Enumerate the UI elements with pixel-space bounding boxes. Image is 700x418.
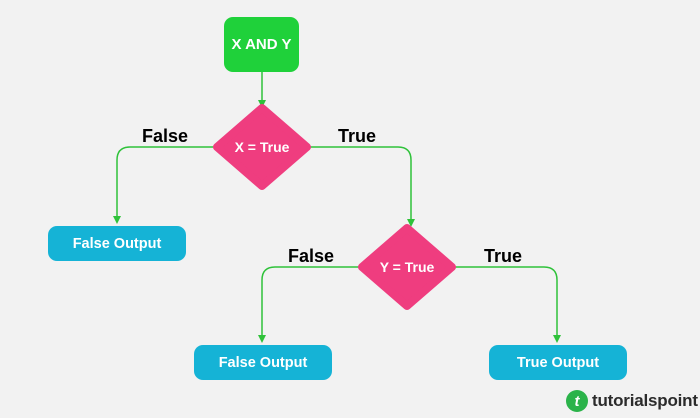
branch-label-y-false: False: [288, 246, 335, 266]
logo-mark-icon: t: [566, 390, 588, 412]
branch-label-y-true: True: [484, 246, 523, 266]
logo-text: tutorialspoint: [592, 391, 698, 410]
connector-y-false: [258, 266, 362, 343]
decision-label-y: Y = True: [379, 259, 435, 275]
decision-diamond-y: [358, 224, 456, 310]
connector-x-true: [307, 146, 415, 227]
output-node-true: True Output: [489, 345, 627, 380]
connector-y-true: [452, 266, 561, 343]
start-node: X AND Y: [224, 17, 299, 72]
output-node-false-1: False Output: [48, 226, 186, 261]
connector-x-false: [113, 146, 217, 224]
decision-diamond-x: [213, 104, 311, 190]
output-node-false-2: False Output: [194, 345, 332, 380]
branch-label-x-false: False: [142, 126, 189, 146]
branch-label-x-true: True: [338, 126, 377, 146]
decision-label-x: X = True: [234, 139, 290, 155]
tutorialspoint-logo: t tutorialspoint: [566, 389, 698, 413]
